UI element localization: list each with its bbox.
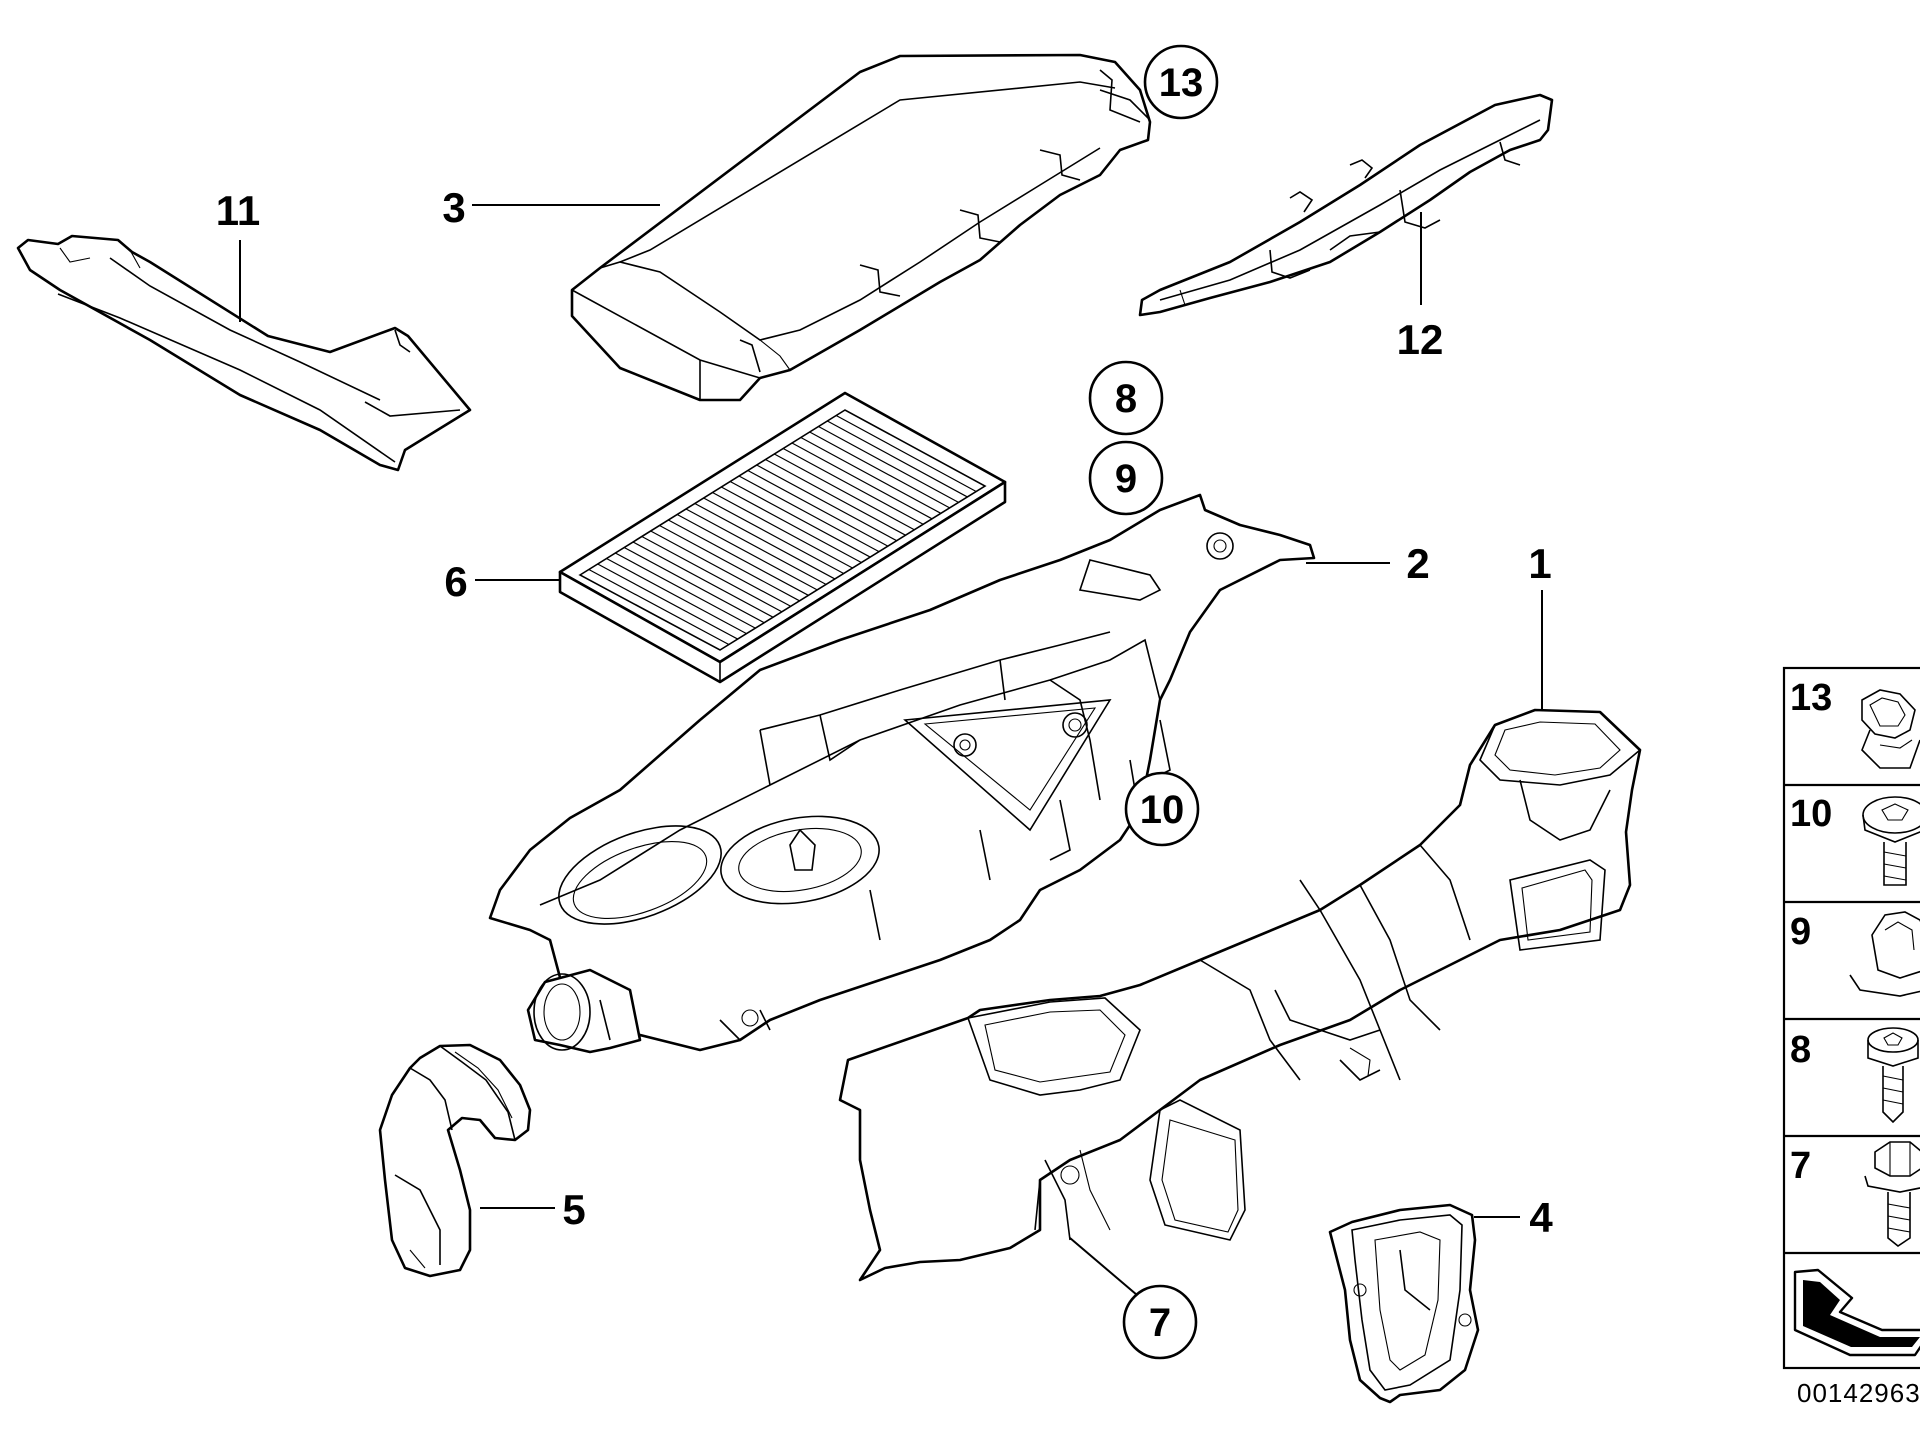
- svg-text:7: 7: [1149, 1301, 1171, 1345]
- torx-screw-icon: [1862, 796, 1920, 886]
- filter-pleat-line: [738, 475, 880, 553]
- svg-text:8: 8: [1790, 1029, 1811, 1071]
- svg-text:7: 7: [1790, 1145, 1811, 1187]
- filter-pleat-line: [729, 480, 871, 558]
- part-3-filter-housing-cover: [570, 53, 1152, 402]
- filter-pleat-line: [632, 541, 774, 618]
- part-11-trim-panel: [16, 234, 472, 472]
- label-1: 1: [1528, 540, 1551, 587]
- svg-text:13: 13: [1159, 61, 1204, 105]
- filter-pleat-line: [668, 519, 809, 596]
- svg-text:13: 13: [1790, 677, 1832, 719]
- leader-7: [1069, 1237, 1138, 1296]
- expanding-rivet-icon: [1849, 911, 1920, 997]
- part-12-bracket: [1138, 93, 1554, 317]
- label-6: 6: [444, 558, 467, 605]
- label-4: 4: [1529, 1194, 1553, 1241]
- filter-pleat-line: [782, 447, 924, 525]
- legend-row-10: 10: [1790, 793, 1920, 886]
- filter-pleat-line: [588, 568, 730, 646]
- part-6-air-filter-element: [558, 391, 1007, 684]
- filter-pleat-line: [774, 453, 915, 531]
- diagram-code: 00142963: [1797, 1378, 1920, 1408]
- callout-7: 7: [1122, 1284, 1198, 1360]
- filter-pleat-line: [694, 502, 836, 580]
- svg-text:9: 9: [1790, 911, 1811, 953]
- clip-nut-icon: [1861, 689, 1920, 769]
- filter-pleat-line: [606, 557, 747, 635]
- filter-pleat-line: [721, 486, 862, 564]
- arrow-icon: [1793, 1268, 1920, 1357]
- fastener-legend: 13 10 9: [1782, 666, 1920, 1370]
- callout-9: 9: [1088, 440, 1164, 516]
- filter-pleat-line: [659, 524, 800, 602]
- filter-pleats: [588, 414, 977, 646]
- filter-pleat-line: [641, 535, 783, 613]
- legend-row-13: 13: [1790, 677, 1920, 769]
- filter-pleat-line: [827, 420, 968, 498]
- callout-8: 8: [1088, 360, 1164, 436]
- filter-pleat-line: [623, 546, 765, 624]
- legend-row-9: 9: [1790, 911, 1920, 997]
- filter-pleat-line: [800, 436, 942, 514]
- filter-pleat-line: [809, 431, 950, 509]
- filter-pleat-line: [818, 425, 959, 503]
- filter-pleat-line: [747, 469, 889, 547]
- label-5: 5: [562, 1186, 585, 1233]
- filter-pleat-line: [835, 414, 977, 492]
- legend-row-7: 7: [1790, 1141, 1920, 1247]
- label-12: 12: [1397, 316, 1444, 363]
- callout-13: 13: [1143, 44, 1219, 120]
- label-2: 2: [1406, 540, 1429, 587]
- label-11: 11: [216, 187, 260, 234]
- part-5-intake-hose: [378, 1043, 532, 1278]
- filter-pleat-line: [597, 563, 738, 640]
- part-labels: 11 3 12 6 2 1 5 4: [216, 184, 1554, 1241]
- filter-pleat-line: [676, 513, 818, 591]
- label-3: 3: [442, 184, 465, 231]
- hex-bolt-icon: [1864, 1141, 1920, 1247]
- callout-10: 10: [1124, 771, 1200, 847]
- filter-pleat-line: [615, 552, 756, 629]
- filter-pleat-line: [765, 458, 906, 536]
- svg-text:8: 8: [1115, 377, 1137, 421]
- svg-text:10: 10: [1790, 793, 1832, 835]
- legend-row-8: 8: [1790, 1027, 1919, 1124]
- part-1-air-duct: [838, 708, 1642, 1282]
- part-2-lower-housing: [488, 493, 1316, 1054]
- filter-pleat-line: [791, 442, 933, 520]
- part-4-duct-gasket: [1328, 1203, 1480, 1404]
- svg-text:10: 10: [1140, 788, 1185, 832]
- filter-pleat-line: [685, 508, 827, 585]
- circled-callouts: 13 8 9 10 7: [1088, 44, 1219, 1360]
- torx-bolt-icon: [1867, 1027, 1919, 1124]
- filter-pleat-line: [650, 530, 791, 607]
- svg-text:9: 9: [1115, 457, 1137, 501]
- filter-pleat-line: [756, 464, 897, 542]
- filter-pleat-line: [703, 497, 844, 574]
- filter-pleat-line: [712, 491, 853, 569]
- leader-lines: [239, 204, 1543, 1296]
